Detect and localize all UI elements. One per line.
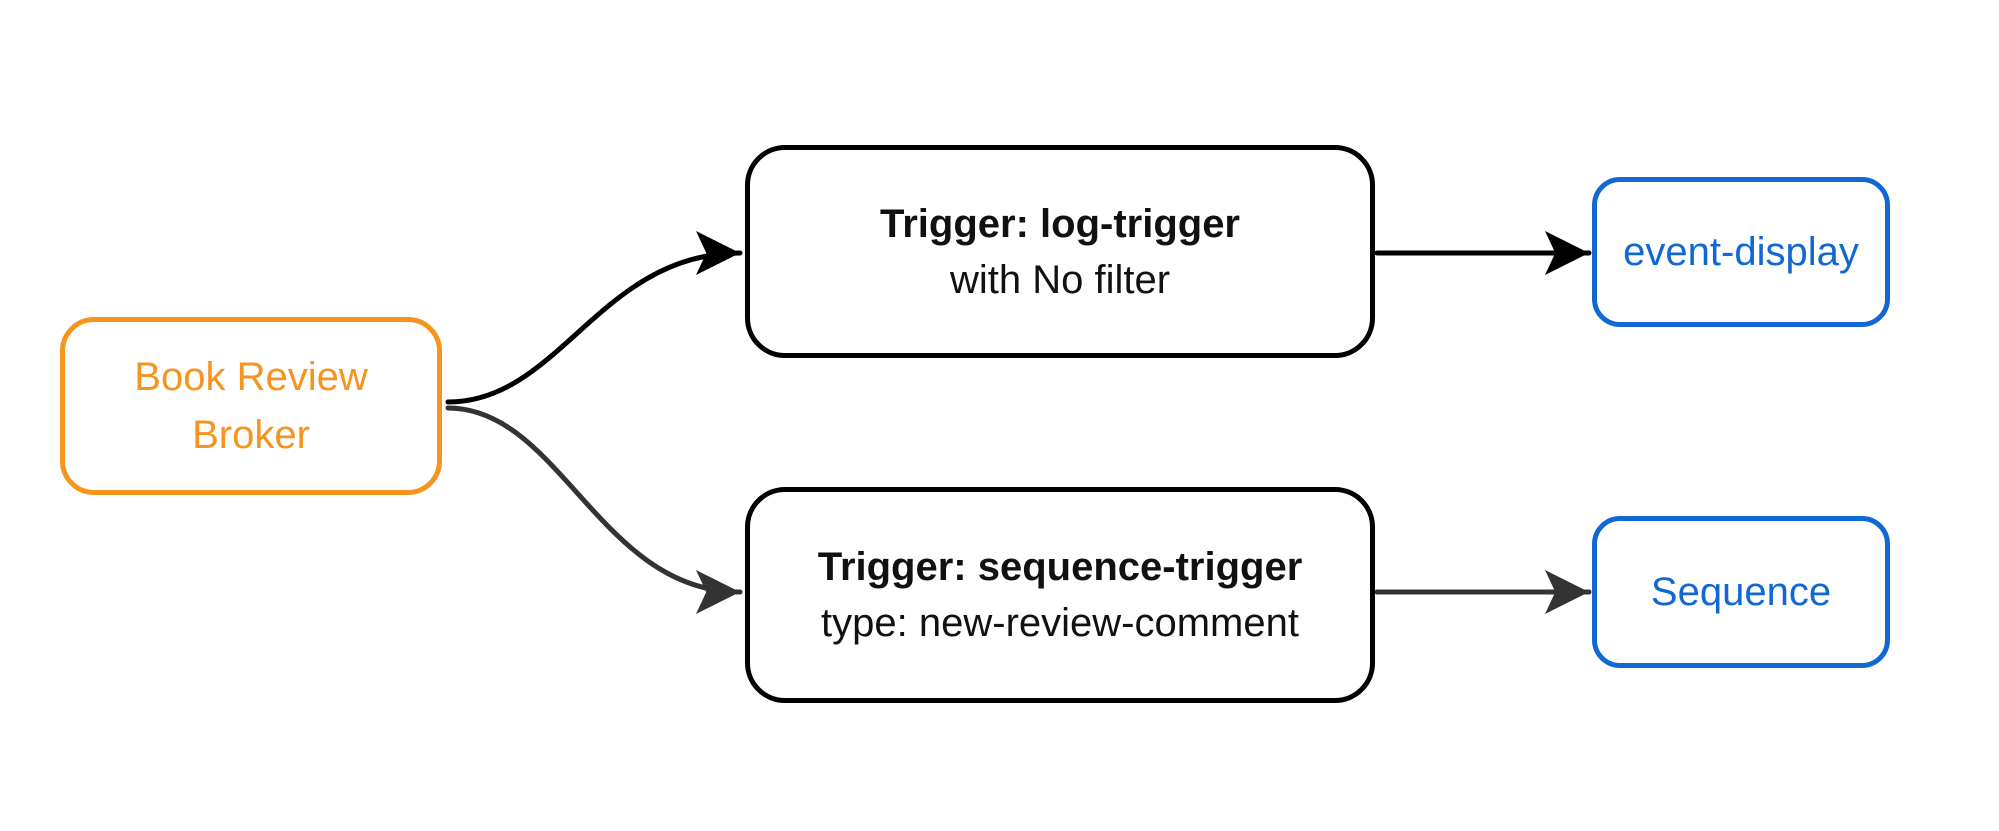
trigger-log-subtitle: with No filter bbox=[949, 257, 1171, 302]
trigger-sequence-subtitle: type: new-review-comment bbox=[821, 601, 1299, 645]
sequence-node: Sequence bbox=[1592, 516, 1890, 668]
edge-broker-to-sequence-trigger bbox=[445, 405, 743, 614]
trigger-log-title: Trigger: log-trigger bbox=[880, 201, 1240, 246]
broker-label-line2: Broker bbox=[192, 413, 310, 457]
sequence-label: Sequence bbox=[1650, 570, 1832, 614]
broker-node: Book Review Broker bbox=[60, 317, 442, 495]
broker-label-line1: Book Review bbox=[134, 355, 368, 399]
trigger-log-node: Trigger: log-trigger with No filter bbox=[745, 145, 1375, 358]
event-display-node: event-display bbox=[1592, 177, 1890, 327]
trigger-sequence-node: Trigger: sequence-trigger type: new-revi… bbox=[745, 487, 1375, 703]
event-display-label: event-display bbox=[1623, 230, 1859, 274]
edge-broker-to-log-trigger bbox=[445, 231, 743, 405]
trigger-sequence-title: Trigger: sequence-trigger bbox=[817, 545, 1303, 589]
